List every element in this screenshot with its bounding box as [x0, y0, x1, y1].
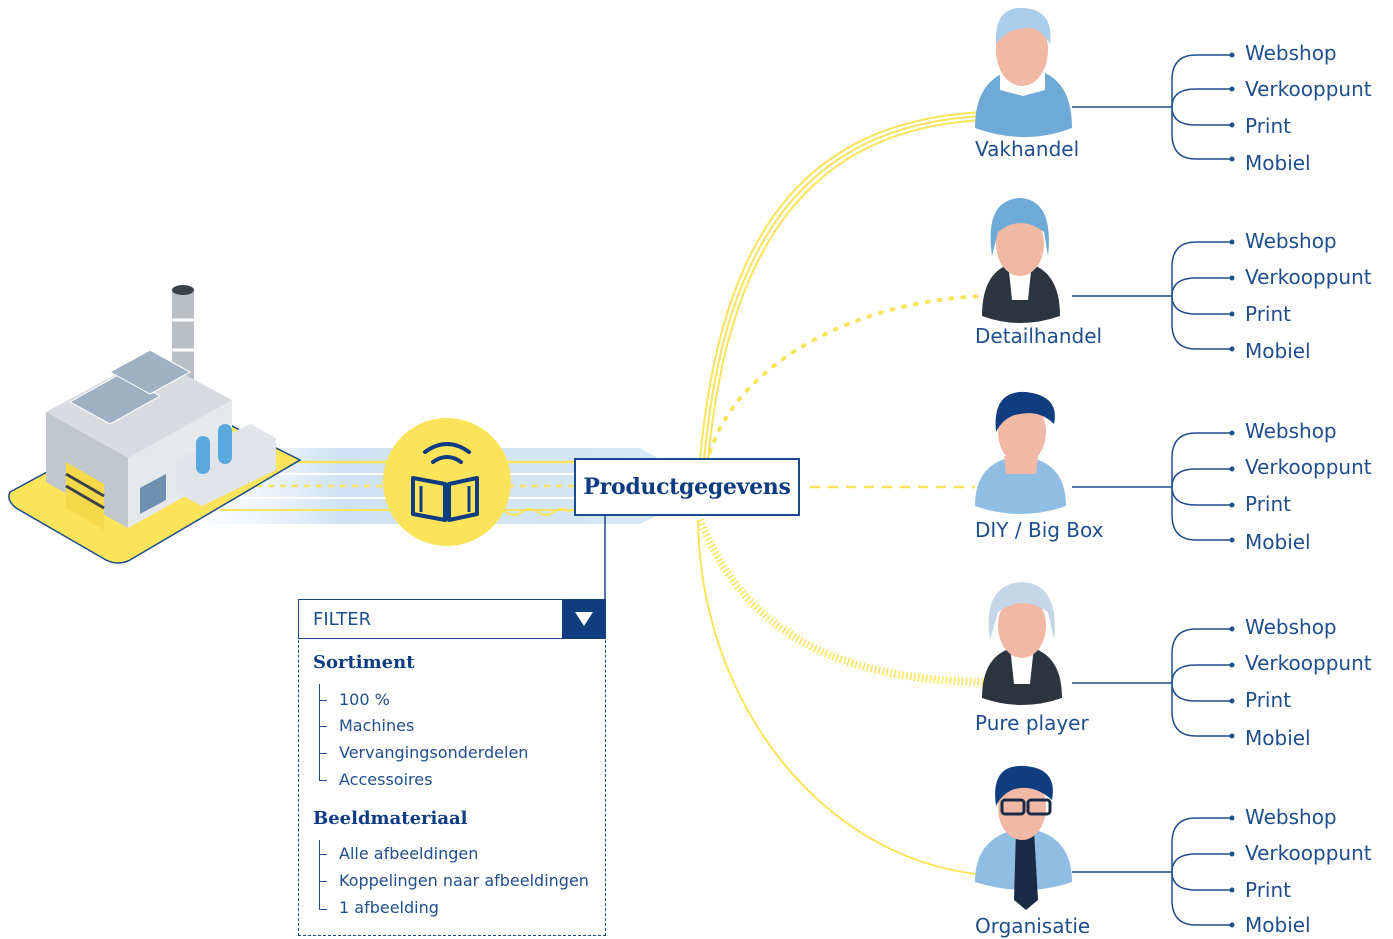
channel-tree-organisatie — [1072, 817, 1232, 926]
factory-icon — [8, 285, 302, 564]
channel-tree-vakhandel — [1072, 54, 1232, 160]
channel-verkooppunt: Verkooppunt — [1245, 77, 1372, 101]
persona-label-vakhandel: Vakhandel — [975, 137, 1080, 161]
tree-tick — [319, 909, 327, 910]
channel-tree-pure-player — [1072, 628, 1232, 737]
channel-mobiel: Mobiel — [1245, 151, 1311, 175]
connection-lines — [696, 111, 987, 876]
tree-tick — [319, 726, 327, 727]
channel-mobiel: Mobiel — [1245, 339, 1311, 363]
filter-title: FILTER — [313, 609, 372, 630]
avatar-diy-big-box — [975, 391, 1066, 514]
channel-verkooppunt: Verkooppunt — [1245, 265, 1372, 289]
filter-dropdown[interactable]: FILTER — [298, 599, 606, 639]
tree-tick — [319, 881, 327, 882]
tree-tick — [319, 854, 327, 855]
channel-verkooppunt: Verkooppunt — [1245, 455, 1372, 479]
avatar-vakhandel — [975, 7, 1072, 137]
channel-print: Print — [1245, 114, 1292, 138]
triangle-down-icon[interactable] — [562, 599, 606, 639]
channel-print: Print — [1245, 302, 1292, 326]
avatar-organisatie — [975, 765, 1072, 910]
filter-option[interactable]: 100 % — [339, 690, 390, 709]
channel-mobiel: Mobiel — [1245, 913, 1311, 937]
channel-print: Print — [1245, 688, 1292, 712]
filter-option[interactable]: Alle afbeeldingen — [339, 844, 479, 863]
tree-tick — [319, 753, 327, 754]
channel-webshop: Webshop — [1245, 419, 1337, 443]
persona-label-detailhandel: Detailhandel — [975, 324, 1103, 348]
avatar-pure-player — [982, 582, 1062, 705]
channel-print: Print — [1245, 492, 1292, 516]
channel-tree-detailhandel — [1072, 241, 1232, 350]
filter-option[interactable]: Machines — [339, 716, 415, 735]
filter-option[interactable]: Koppelingen naar afbeeldingen — [339, 871, 589, 890]
filter-option[interactable]: Vervangingsonderdelen — [339, 743, 529, 762]
channel-print: Print — [1245, 878, 1292, 902]
filter-section-beeldmateriaal: Beeldmateriaal — [313, 808, 468, 829]
tree-line — [319, 684, 320, 780]
tree-tick — [319, 700, 327, 701]
channel-tree-diy-big-box — [1072, 432, 1232, 541]
channel-mobiel: Mobiel — [1245, 530, 1311, 554]
book-broadcast-icon — [383, 418, 511, 546]
persona-label-organisatie: Organisatie — [975, 914, 1091, 938]
productgegevens-label: Productgegevens — [583, 474, 791, 500]
filter-option[interactable]: Accessoires — [339, 770, 433, 789]
productgegevens-box: Productgegevens — [574, 458, 800, 516]
channel-webshop: Webshop — [1245, 229, 1337, 253]
channel-webshop: Webshop — [1245, 41, 1337, 65]
channel-bullets — [1229, 52, 1235, 928]
channel-webshop: Webshop — [1245, 805, 1337, 829]
avatar-detailhandel — [982, 198, 1060, 323]
tree-line — [319, 840, 320, 910]
filter-panel: Sortiment 100 % Machines Vervangingsonde… — [298, 600, 606, 936]
filter-section-sortiment: Sortiment — [313, 652, 415, 673]
tree-tick — [319, 780, 327, 781]
channel-webshop: Webshop — [1245, 615, 1337, 639]
channel-verkooppunt: Verkooppunt — [1245, 841, 1372, 865]
channel-mobiel: Mobiel — [1245, 726, 1311, 750]
persona-label-diy-big-box: DIY / Big Box — [975, 518, 1104, 542]
persona-label-pure-player: Pure player — [975, 711, 1089, 735]
filter-option[interactable]: 1 afbeelding — [339, 898, 439, 917]
channel-verkooppunt: Verkooppunt — [1245, 651, 1372, 675]
